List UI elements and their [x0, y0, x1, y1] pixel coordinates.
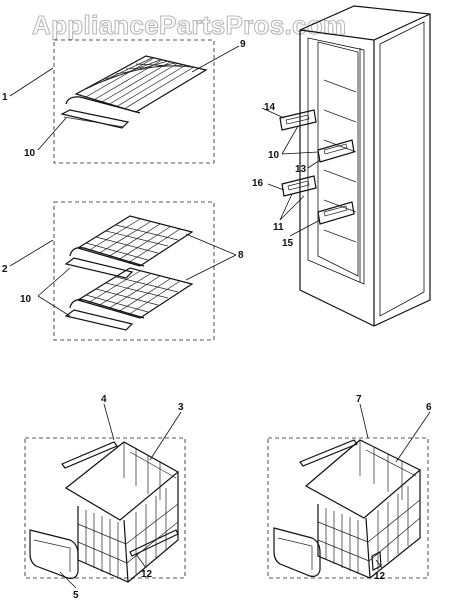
watermark: AppliancePartsPros.com [32, 10, 346, 40]
wire-basket-3 [64, 441, 180, 583]
wire-basket-6 [304, 439, 422, 579]
callout-10-b: 10 [20, 294, 32, 305]
basket-rail-4 [61, 441, 118, 469]
shelf-trim-10 [60, 109, 130, 129]
shelf-trim-10-lower [64, 309, 134, 331]
callout-8: 8 [238, 250, 244, 261]
callout-16: 16 [252, 178, 264, 189]
basket-rail-7 [299, 439, 358, 467]
callout-5: 5 [73, 590, 79, 600]
callout-9: 9 [240, 39, 246, 50]
callout-13: 13 [295, 164, 307, 175]
callout-2: 2 [2, 264, 8, 275]
callout-10-a: 10 [24, 148, 36, 159]
callout-12-a: 12 [141, 569, 153, 580]
callout-3: 3 [178, 402, 184, 413]
refrigerator: 14 10 13 16 11 15 [252, 5, 431, 327]
callout-7: 7 [356, 394, 362, 405]
callout-10-c: 10 [268, 150, 280, 161]
callout-14: 14 [264, 102, 276, 113]
basket-front [273, 527, 321, 577]
callout-1: 1 [2, 92, 8, 103]
shelf-group-2: 2 8 10 [2, 201, 244, 341]
basket-group-7: 7 6 12 [267, 394, 432, 582]
callout-6: 6 [426, 402, 432, 413]
wire-shelf-8-upper [69, 215, 194, 267]
callout-4: 4 [101, 394, 107, 405]
shelf-bracket-13 [317, 139, 355, 163]
wire-shelf-8-lower [69, 267, 194, 319]
wire-shelf-9 [65, 55, 208, 114]
basket-rail-12 [129, 529, 179, 557]
callout-11: 11 [273, 222, 284, 233]
basket-group-4: 4 3 5 12 [24, 394, 186, 600]
callout-12-b: 12 [374, 571, 386, 582]
basket-front-5 [29, 529, 79, 579]
shelf-group-1: 1 9 10 [2, 39, 246, 164]
shelf-bracket-15 [317, 201, 355, 225]
shelf-bracket-16 [281, 175, 317, 197]
shelf-bracket-14 [279, 109, 317, 131]
callout-15: 15 [282, 238, 294, 249]
shelf-trim-10-upper [64, 257, 134, 279]
